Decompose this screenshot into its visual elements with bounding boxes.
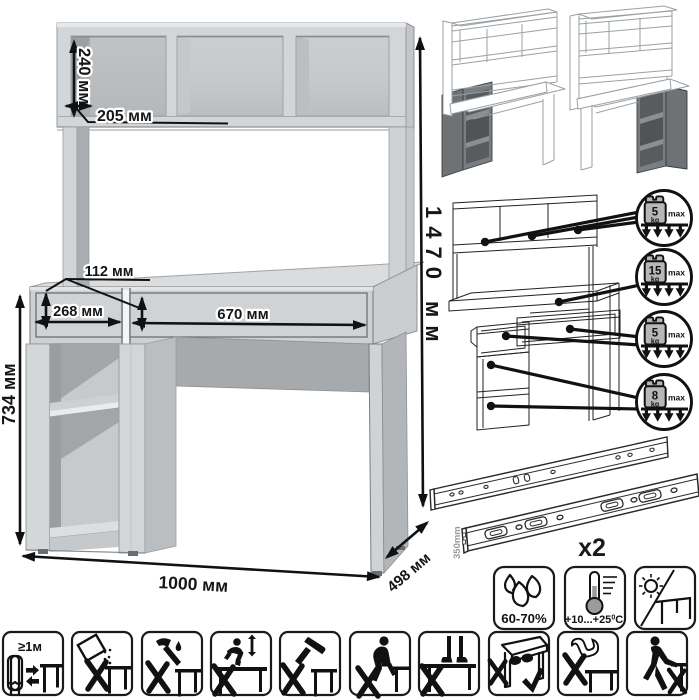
svg-text:max: max: [668, 209, 685, 219]
svg-text:112 мм: 112 мм: [85, 264, 134, 280]
svg-text:1000 мм: 1000 мм: [158, 572, 229, 596]
svg-text:≥1м: ≥1м: [18, 639, 42, 654]
svg-text:x2: x2: [578, 534, 606, 562]
svg-text:268 мм: 268 мм: [53, 304, 103, 320]
svg-text:5: 5: [652, 207, 659, 219]
svg-text:max: max: [668, 393, 685, 403]
svg-text:205 мм: 205 мм: [97, 108, 152, 125]
svg-text:15: 15: [649, 266, 662, 278]
svg-text:kg: kg: [651, 277, 659, 284]
svg-text:350mm: 350mm: [452, 526, 463, 559]
svg-text:kg: kg: [651, 402, 659, 409]
svg-text:1470 мм: 1470 мм: [421, 206, 446, 350]
svg-text:max: max: [668, 330, 685, 340]
svg-text:kg: kg: [651, 339, 659, 346]
svg-text:670 мм: 670 мм: [217, 306, 268, 323]
svg-text:max: max: [668, 268, 685, 278]
svg-text:60-70%: 60-70%: [501, 611, 547, 626]
svg-text:+10...+250С: +10...+250С: [565, 614, 623, 626]
svg-text:240 мм: 240 мм: [75, 48, 93, 105]
svg-text:734 мм: 734 мм: [0, 363, 19, 425]
svg-text:8: 8: [652, 391, 659, 403]
svg-text:kg: kg: [651, 218, 659, 225]
svg-text:5: 5: [652, 328, 659, 340]
